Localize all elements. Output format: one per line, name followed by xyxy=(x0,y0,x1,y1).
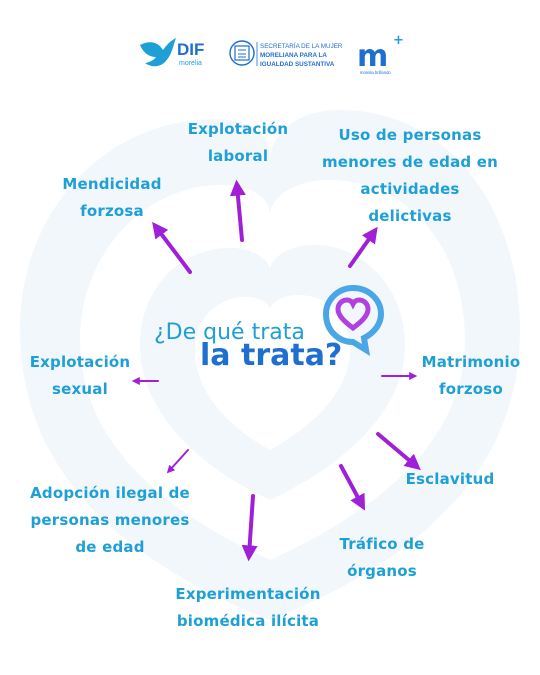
speech-heart-icon xyxy=(322,284,385,357)
label-explotacion-laboral: Explotación laboral xyxy=(187,120,289,165)
secretaria-line-3: IGUALDAD SUSTANTIVA xyxy=(260,61,335,68)
dif-logo-text: DIF xyxy=(177,40,204,59)
arrow-esclavitud xyxy=(376,432,421,471)
dif-logo-sub: morelia xyxy=(179,60,202,67)
arrow-explotacion-laboral xyxy=(229,179,246,242)
label-explotacion-sexual: Explotación sexual xyxy=(29,353,131,398)
label-experimentacion: Experimentación biomédica ilícita xyxy=(175,585,321,630)
arrow-uso-menores xyxy=(348,226,378,268)
arrow-experimentacion xyxy=(241,494,258,562)
secretaria-line-2: MORELIANA PARA LA xyxy=(260,52,327,59)
logos-header: DIF morelia SECRETARÍA DE LA MUJER MOREL… xyxy=(140,33,404,75)
moreliana-seal-icon xyxy=(229,40,255,66)
center-title-line-1: ¿De qué trata xyxy=(154,320,305,345)
arrow-trafico xyxy=(339,464,366,511)
label-matrimonio: Matrimonio forzoso xyxy=(421,353,521,398)
morelia-m-logo: m xyxy=(357,39,388,74)
label-trafico: Tráfico de órganos xyxy=(339,535,425,580)
arrow-mendicidad xyxy=(152,221,192,274)
secretaria-line-1: SECRETARÍA DE LA MUJER xyxy=(260,41,343,50)
center-title-line-2: la trata? xyxy=(200,338,343,373)
label-mendicidad: Mendicidad forzosa xyxy=(62,175,162,220)
label-esclavitud: Esclavitud xyxy=(405,470,495,488)
morelia-plus-icon: + xyxy=(393,33,404,48)
label-uso-menores: Uso de personas menores de edad en activ… xyxy=(321,126,499,225)
morelia-sub-text: morelia brillando xyxy=(360,70,391,75)
arrow-adopcion xyxy=(166,449,189,474)
dif-dove-icon xyxy=(140,38,176,67)
label-adopcion: Adopción ilegal de personas menores de e… xyxy=(30,484,190,556)
